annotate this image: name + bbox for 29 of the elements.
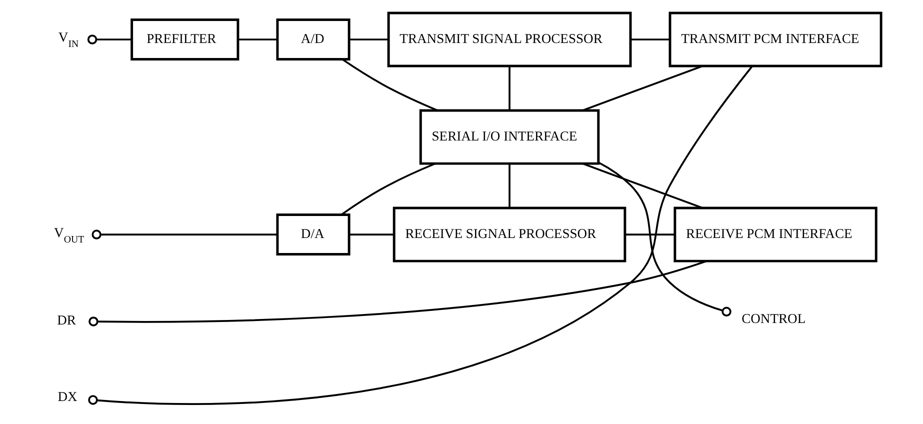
node-text: DR [56, 312, 76, 328]
node-box: RECEIVE PCM INTERFACE [673, 206, 877, 262]
node-box: TRANSMIT PCM INTERFACE [668, 12, 882, 68]
connector [91, 230, 277, 240]
connector [598, 162, 731, 316]
node-box: A/D [276, 18, 350, 60]
connector [88, 66, 752, 405]
node-box: TRANSMIT SIGNAL PROCESSOR [386, 12, 632, 68]
connector [508, 164, 510, 208]
node-box: SERIAL I/O INTERFACE [418, 109, 600, 165]
node-box: D/A [276, 214, 350, 256]
connector [582, 162, 702, 209]
connector [630, 38, 670, 40]
node-box: PREFILTER [130, 18, 239, 60]
node-box: RECEIVE SIGNAL PROCESSOR [392, 206, 626, 262]
node-text: DX [57, 388, 77, 404]
connector [582, 65, 702, 112]
node-text: V$_{IN}$ [58, 30, 78, 50]
connector [624, 234, 674, 236]
connector [348, 234, 394, 236]
connector [88, 260, 706, 326]
connector [238, 38, 277, 40]
connector [348, 38, 388, 40]
connector [86, 34, 131, 44]
connector [340, 162, 436, 216]
connector [341, 58, 438, 112]
node-text: CONTROL [741, 311, 806, 326]
node-text: V$_{OUT}$ [54, 224, 84, 246]
connector [508, 66, 510, 110]
